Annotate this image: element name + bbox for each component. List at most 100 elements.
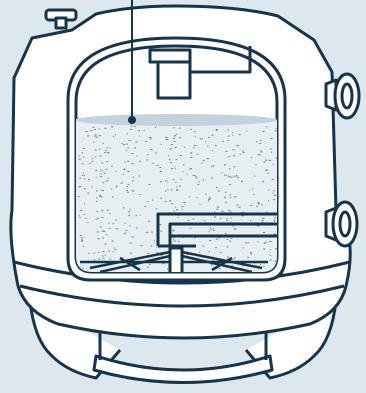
sand-grain (257, 203, 260, 205)
sand-grain (140, 245, 143, 247)
sand-grain (146, 266, 149, 268)
sand-grain (107, 209, 109, 211)
sand-grain (216, 206, 219, 208)
sand-grain (231, 237, 233, 239)
sand-grain (153, 240, 156, 242)
sand-grain (83, 213, 85, 215)
sand-grain (135, 215, 138, 217)
sand-grain (225, 233, 227, 234)
sand-grain (186, 254, 189, 256)
sand-grain (197, 183, 200, 185)
sand-grain (210, 228, 212, 230)
sand-grain (104, 243, 107, 245)
sand-grain (250, 251, 252, 253)
sand-grain (174, 135, 177, 137)
sand-grain (174, 146, 177, 148)
sand-grain (101, 255, 104, 257)
sand-grain (101, 170, 104, 172)
sand-grain (107, 151, 109, 153)
sand-grain (168, 159, 171, 161)
sand-grain (267, 172, 269, 174)
sand-grain (83, 203, 85, 205)
sand-grain (242, 247, 244, 249)
sand-grain (193, 147, 195, 149)
sand-grain (105, 168, 108, 170)
sand-grain (262, 130, 265, 132)
sand-grain (226, 246, 229, 248)
sand-grain (98, 251, 100, 253)
sand-grain (272, 192, 274, 194)
sand-grain (224, 174, 227, 176)
sand-grain (190, 152, 193, 154)
sand-grain (90, 130, 93, 132)
sand-grain (271, 178, 274, 180)
sand-grain (135, 227, 138, 229)
sand-grain (257, 154, 260, 156)
sand-grain (148, 184, 151, 186)
sand-grain (262, 221, 264, 223)
sand-grain (265, 241, 267, 243)
sand-grain (172, 179, 175, 181)
sand-grain (152, 199, 154, 201)
sand-grain (98, 128, 100, 130)
sand-grain (79, 177, 82, 179)
sand-grain (156, 251, 159, 253)
sand-grain (112, 251, 115, 253)
sand-grain (83, 188, 86, 190)
sand-grain (99, 155, 102, 157)
sand-grain (121, 143, 123, 145)
sand-grain (165, 136, 168, 138)
sand-grain (227, 129, 229, 131)
sand-grain (238, 134, 241, 136)
sand-grain (237, 145, 239, 146)
sand-grain (229, 197, 232, 198)
sand-grain (213, 227, 214, 229)
sand-grain (215, 129, 218, 131)
sand-grain (226, 238, 229, 240)
sand-grain (226, 218, 228, 220)
sand-grain (177, 217, 179, 219)
sand-grain (164, 190, 167, 192)
sand-grain (120, 182, 123, 184)
sand-grain (108, 250, 110, 252)
sand-grain (253, 193, 255, 195)
sand-grain (97, 217, 100, 219)
sand-grain (208, 231, 210, 233)
sand-grain (125, 230, 128, 231)
sand-grain (144, 206, 147, 208)
sand-grain (256, 205, 258, 207)
sand-grain (81, 175, 84, 176)
sand-grain (215, 238, 218, 240)
sand-grain (78, 155, 81, 157)
sand-grain (104, 127, 107, 129)
sand-grain (124, 161, 126, 163)
sand-grain (132, 176, 135, 178)
sand-grain (97, 238, 100, 240)
sand-grain (178, 241, 180, 242)
inlet-pipe (148, 46, 252, 100)
sand-grain (182, 164, 185, 166)
sand-grain (129, 139, 132, 141)
sand-grain (202, 179, 205, 181)
sand-grain (173, 240, 175, 242)
sand-grain (268, 200, 269, 202)
sand-grain (106, 147, 108, 149)
sand-grain (160, 181, 162, 183)
upper-side-port (324, 72, 361, 120)
sand-grain (99, 148, 101, 150)
sand-grain (126, 149, 128, 151)
sand-grain (257, 225, 260, 227)
sand-grain (209, 240, 212, 241)
sand-grain (155, 208, 158, 209)
sand-grain (147, 154, 149, 156)
sand-grain (162, 263, 165, 265)
sand-grain (104, 152, 107, 154)
sand-grain (129, 208, 131, 210)
sand-grain (81, 237, 83, 239)
sand-grain (170, 148, 172, 150)
sand-grain (242, 211, 244, 213)
sand-grain (170, 189, 173, 191)
sand-grain (253, 175, 256, 177)
sand-grain (143, 130, 145, 131)
